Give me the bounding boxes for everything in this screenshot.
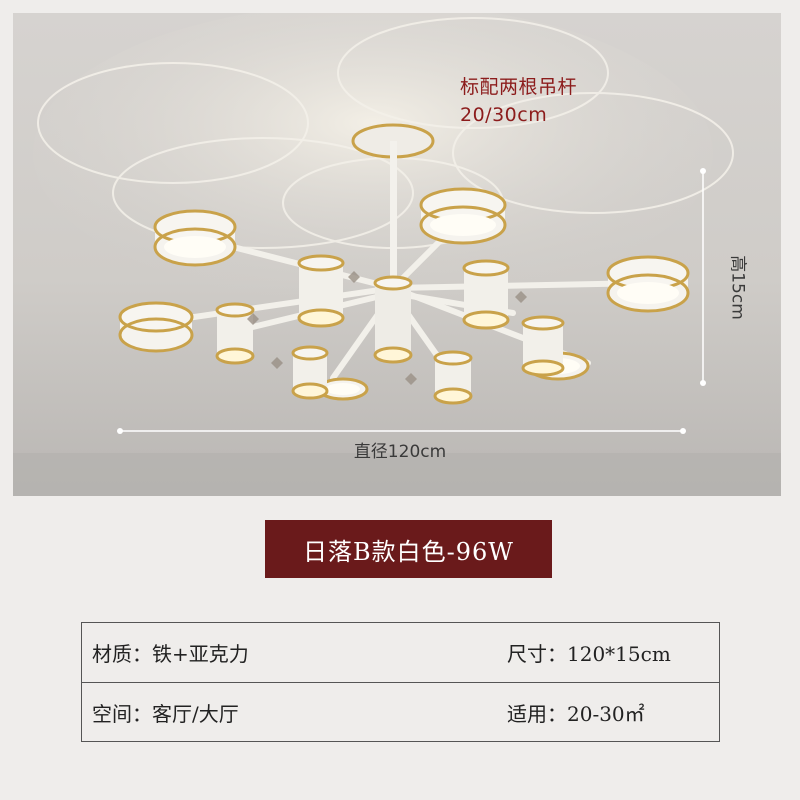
product-title: 日落B款白色-96W [265, 520, 552, 578]
rod-note-line1: 标配两根吊杆 [460, 76, 578, 98]
floor-band [13, 453, 781, 496]
cylinder-spots [215, 254, 565, 405]
diameter-label: 直径120cm [353, 442, 447, 462]
spec-table: 材质：铁+亚克力 尺寸：120*15cm 空间：客厅/大厅 适用：20-30㎡ [81, 622, 720, 742]
chandelier-illustration [13, 13, 781, 496]
spec-area: 适用：20-30㎡ [507, 702, 645, 726]
spec-row: 材质：铁+亚克力 尺寸：120*15cm [82, 623, 719, 683]
rod-note: 标配两根吊杆 20/30cm [460, 73, 577, 129]
ceiling-light-rings [37, 17, 734, 249]
ring-shades [118, 187, 690, 401]
height-label: 高15cm [727, 255, 748, 320]
spec-size: 尺寸：120*15cm [507, 642, 671, 666]
product-photo: 标配两根吊杆 20/30cm [13, 13, 781, 496]
spec-material: 材质：铁+亚克力 [92, 642, 249, 666]
crystal-ornaments [247, 271, 527, 385]
spec-space: 空间：客厅/大厅 [92, 702, 239, 726]
spec-row: 空间：客厅/大厅 适用：20-30㎡ [82, 683, 719, 742]
rod-note-line2: 20/30cm [460, 104, 548, 126]
suspension-rod [390, 141, 397, 291]
